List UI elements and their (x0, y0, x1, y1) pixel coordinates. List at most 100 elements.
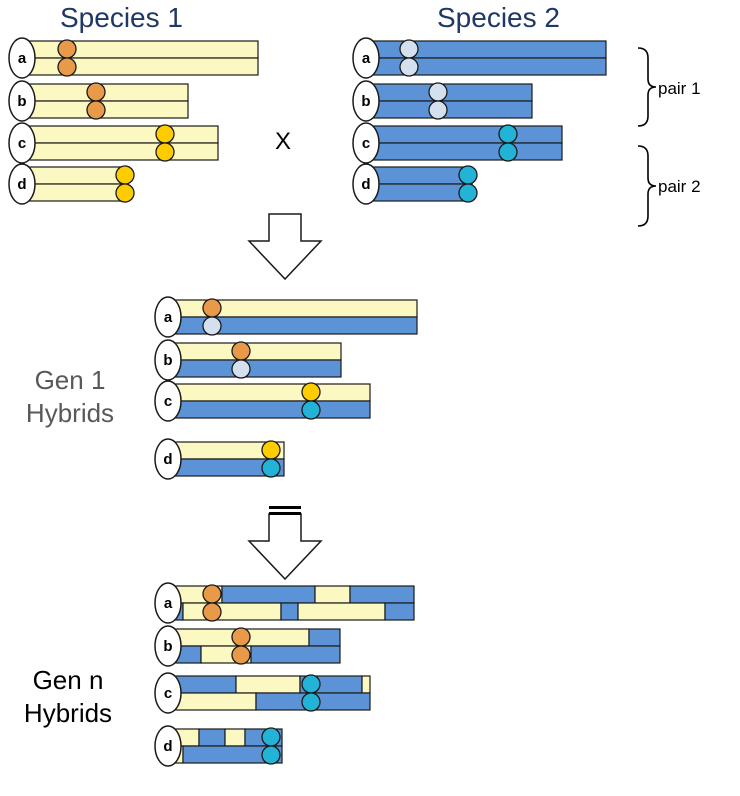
pair-2-label: pair 2 (658, 177, 701, 196)
genn-chromosome-a-cap (154, 582, 182, 624)
species-2-title: Species 2 (437, 2, 560, 33)
species1-chromosome-d-lower-strand-segment-1 (27, 183, 129, 202)
down-arrow-with-bars-icon (247, 513, 323, 581)
species1-chromosome-b-cap (8, 80, 36, 122)
species1-chromosome-b-centromere-upper (86, 82, 106, 102)
gen-1-label-line2: Hybrids (25, 398, 115, 428)
species1-chromosome-d-letter: d (17, 176, 26, 193)
species1-chromosome-b-centromere-lower (86, 100, 106, 120)
species2-chromosome-b-centromere-lower (428, 100, 448, 120)
species1-chromosome-b-letter: b (17, 93, 26, 110)
species1-chromosome-b-upper-strand-segment-1 (27, 83, 189, 102)
genn-chromosome-c-upper-strand-segment-2 (235, 675, 301, 694)
genn-chromosome-c-cap (154, 672, 182, 714)
species1-chromosome-a-centromere-lower (57, 57, 77, 77)
species2-chromosome-c-cap (352, 122, 380, 164)
genn-chromosome-c-lower-strand-segment-1 (173, 692, 257, 711)
species1-chromosome-c-upper-strand-segment-1 (27, 125, 219, 144)
gen-n-label: Gen n Hybrids (0, 664, 136, 730)
genn-chromosome-a-upper-strand-segment-2 (221, 585, 316, 604)
species2-chromosome-d-centromere-upper (458, 165, 478, 185)
gen-1-label-line1: Gen 1 (34, 365, 106, 395)
genn-chromosome-c-letter: c (164, 685, 172, 702)
species2-chromosome-d-upper-strand-segment-1 (371, 166, 473, 185)
genn-chromosome-b-centromere-upper (231, 627, 251, 647)
species2-chromosome-c-centromere-lower (498, 142, 518, 162)
genn-chromosome-b-lower-strand-segment-3 (250, 645, 341, 664)
gen1-chromosome-b-upper-strand-segment-1 (173, 342, 342, 361)
genn-chromosome-d-upper-strand-segment-2 (198, 728, 226, 747)
genn-chromosome-d-centromere-upper (261, 727, 281, 747)
genn-chromosome-a-centromere-upper (202, 584, 222, 604)
gen1-chromosome-b-cap (154, 339, 182, 381)
genn-chromosome-a-lower-strand-segment-2 (182, 602, 282, 621)
species2-chromosome-a-cap (352, 37, 380, 79)
gen1-chromosome-d-centromere-lower (261, 458, 281, 478)
species1-chromosome-a-cap (8, 37, 36, 79)
gen1-chromosome-d-cap (154, 438, 182, 480)
gen1-chromosome-b-letter: b (163, 352, 172, 369)
gen1-chromosome-c-centromere-upper (301, 382, 321, 402)
right-brace-icon-pair-2 (637, 145, 657, 227)
species1-chromosome-a-letter: a (18, 50, 27, 67)
gen1-chromosome-c-lower-strand-segment-1 (173, 400, 371, 419)
species2-chromosome-b-upper-strand-segment-1 (371, 83, 533, 102)
genn-chromosome-a-centromere-lower (202, 602, 222, 622)
genn-chromosome-b-letter: b (163, 638, 172, 655)
species2-chromosome-b-centromere-upper (428, 82, 448, 102)
species1-chromosome-c-centromere-upper (155, 124, 175, 144)
gen1-chromosome-a-centromere-upper (202, 298, 222, 318)
genn-chromosome-d-letter: d (163, 738, 172, 755)
gen1-chromosome-a-centromere-lower (202, 316, 222, 336)
genn-chromosome-d-upper-strand-segment-3 (224, 728, 246, 747)
species1-chromosome-c-letter: c (18, 135, 26, 152)
generation-bar-lower (269, 512, 301, 515)
species2-chromosome-d-centromere-lower (458, 183, 478, 203)
gen-n-label-line2: Hybrids (23, 698, 113, 728)
species2-chromosome-c-upper-strand-segment-1 (371, 125, 563, 144)
genn-chromosome-c-upper-strand-segment-4 (361, 675, 371, 694)
gen1-chromosome-d-centromere-upper (261, 440, 281, 460)
species2-chromosome-a-centromere-upper (399, 39, 419, 59)
species1-chromosome-c-cap (8, 122, 36, 164)
genn-chromosome-a-upper-strand-segment-4 (349, 585, 415, 604)
species2-chromosome-c-lower-strand-segment-1 (371, 142, 563, 161)
species1-chromosome-d-centromere-lower (115, 183, 135, 203)
species2-chromosome-b-letter: b (361, 93, 370, 110)
gen1-chromosome-b-centromere-upper (231, 341, 251, 361)
gen1-chromosome-c-letter: c (164, 393, 172, 410)
species2-chromosome-d-cap (352, 163, 380, 205)
species1-chromosome-b-lower-strand-segment-1 (27, 100, 189, 119)
genn-chromosome-a-upper-strand-segment-3 (314, 585, 351, 604)
species2-chromosome-b-cap (352, 80, 380, 122)
species1-chromosome-d-cap (8, 163, 36, 205)
gen1-chromosome-a-letter: a (164, 309, 173, 326)
species2-chromosome-c-centromere-upper (498, 124, 518, 144)
species1-chromosome-d-centromere-upper (115, 165, 135, 185)
species1-chromosome-c-centromere-lower (155, 142, 175, 162)
species1-chromosome-a-centromere-upper (57, 39, 77, 59)
gen1-chromosome-b-centromere-lower (231, 359, 251, 379)
gen-n-label-line1: Gen n (32, 665, 104, 695)
gen1-chromosome-c-upper-strand-segment-1 (173, 383, 371, 402)
pair-1-label: pair 1 (658, 79, 701, 98)
species2-chromosome-a-centromere-lower (399, 57, 419, 77)
genn-chromosome-b-cap (154, 625, 182, 667)
gen1-chromosome-a-cap (154, 296, 182, 338)
genn-chromosome-a-lower-strand-segment-4 (297, 602, 386, 621)
species1-chromosome-c-lower-strand-segment-1 (27, 142, 219, 161)
cross-symbol: X (275, 128, 292, 155)
genn-chromosome-d-lower-strand-segment-2 (182, 745, 283, 764)
species2-chromosome-d-lower-strand-segment-1 (371, 183, 473, 202)
genn-chromosome-d-cap (154, 725, 182, 767)
species2-chromosome-c-letter: c (362, 135, 370, 152)
genn-chromosome-a-letter: a (164, 595, 173, 612)
species2-chromosome-a-letter: a (362, 50, 371, 67)
gen1-chromosome-b-lower-strand-segment-1 (173, 359, 342, 378)
gen1-chromosome-c-cap (154, 380, 182, 422)
species1-chromosome-d-upper-strand-segment-1 (27, 166, 129, 185)
gen1-chromosome-d-letter: d (163, 451, 172, 468)
gen-1-label: Gen 1 Hybrids (0, 364, 140, 430)
